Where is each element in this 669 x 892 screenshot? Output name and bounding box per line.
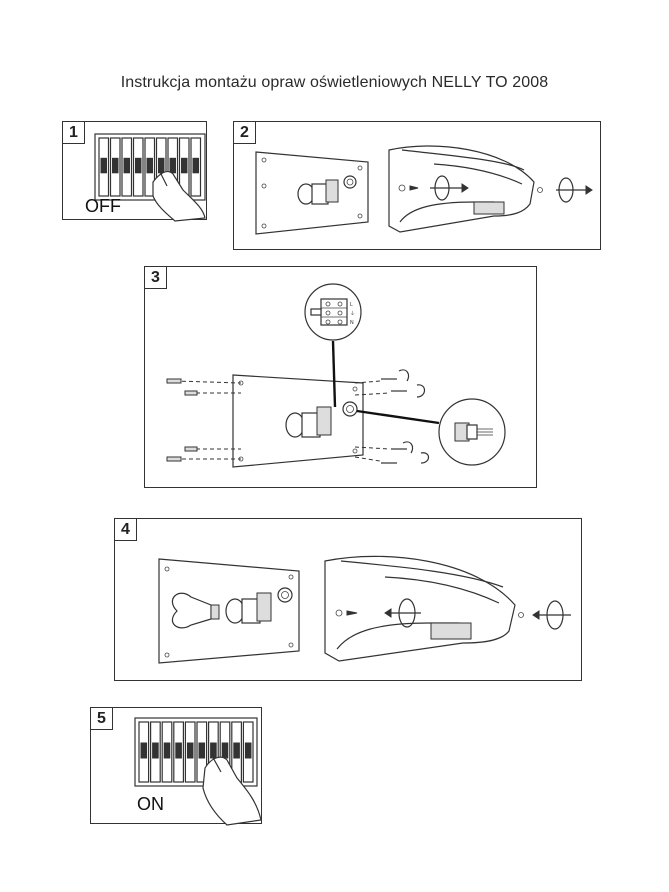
install-bulb-illustration — [158, 555, 571, 664]
remove-cover-illustration — [255, 145, 593, 235]
breaker-switch — [169, 157, 176, 174]
breaker-switch — [152, 742, 159, 759]
step-5-number: 5 — [91, 708, 113, 730]
breaker-switch — [221, 742, 229, 759]
power-off-label: OFF — [85, 196, 121, 216]
breaker-switch — [123, 157, 130, 174]
breaker-switch — [244, 742, 252, 759]
rotate-arrow-icon — [532, 600, 571, 630]
wiring-mounting-illustration: L ⏚ N — [166, 283, 506, 468]
breaker-panel-illustration — [134, 717, 262, 826]
terminal-block-detail: L ⏚ N — [304, 283, 362, 341]
page-title: Instrukcja montażu opraw oświetleniowych… — [120, 74, 549, 91]
lamp-socket-icon — [297, 175, 357, 205]
step-3-panel: 3 — [144, 266, 537, 488]
terminal-label-earth: ⏚ — [350, 310, 355, 317]
rotate-arrow-icon — [556, 177, 593, 203]
breaker-switch — [233, 742, 240, 759]
step-2-number: 2 — [234, 122, 256, 144]
breaker-switch — [181, 157, 188, 174]
step-4-number: 4 — [115, 519, 137, 541]
breaker-switch — [163, 742, 171, 759]
breaker-switch — [192, 157, 199, 174]
lamp-socket-icon — [285, 401, 358, 438]
screw-in-arrow-icon — [384, 598, 421, 628]
breaker-switch — [140, 742, 148, 759]
step-2-panel: 2 — [233, 121, 601, 250]
breaker-switch — [175, 742, 182, 759]
breaker-switch — [112, 157, 119, 174]
step-5-panel: 5 ON — [90, 707, 262, 826]
power-on-label: ON — [137, 794, 164, 814]
unscrew-arrow-icon — [430, 175, 469, 201]
breaker-switch — [158, 157, 165, 174]
step-4-panel: 4 — [114, 518, 582, 681]
connector-detail — [438, 398, 506, 466]
breaker-switch — [198, 742, 206, 759]
light-bulb-icon — [171, 592, 220, 629]
terminal-label-live: L — [350, 302, 353, 308]
breaker-switch — [146, 157, 153, 174]
step-1-panel: 1 OFF — [62, 121, 207, 222]
lamp-socket-icon — [225, 587, 293, 624]
breaker-panel-illustration — [94, 133, 206, 222]
breaker-switch — [186, 742, 194, 759]
breaker-switch — [100, 157, 107, 174]
breaker-switch — [135, 157, 142, 174]
step-1-number: 1 — [63, 122, 85, 144]
terminal-label-neutral: N — [350, 320, 354, 326]
step-3-number: 3 — [145, 267, 167, 289]
